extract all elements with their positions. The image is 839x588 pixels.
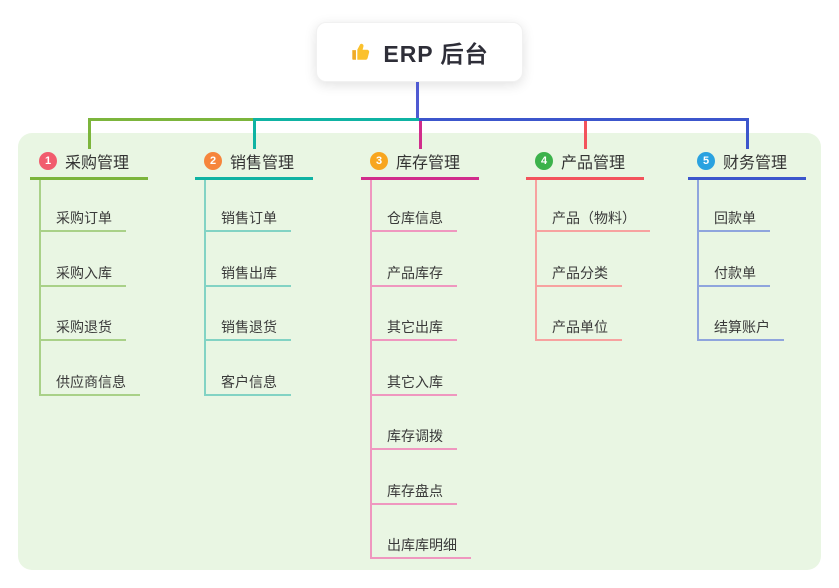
branch-number-badge: 2 (204, 152, 222, 170)
branch-underline (361, 177, 479, 180)
child-node[interactable]: 采购退货 (39, 315, 126, 341)
child-node[interactable]: 销售订单 (204, 206, 291, 232)
branch-node-label: 采购管理 (65, 155, 130, 172)
branch-underline (30, 177, 148, 180)
child-node[interactable]: 供应商信息 (39, 370, 140, 396)
branch-node-4[interactable]: 4 产品管理 (535, 150, 625, 172)
root-connector-line (416, 82, 419, 118)
child-node[interactable]: 产品单位 (535, 315, 622, 341)
child-node[interactable]: 销售出库 (204, 261, 291, 287)
child-node[interactable]: 回款单 (697, 206, 770, 232)
child-node[interactable]: 仓库信息 (370, 206, 457, 232)
branch-number-badge: 1 (39, 152, 57, 170)
branch-node-label: 产品管理 (561, 155, 626, 172)
branch-node-label: 财务管理 (723, 155, 788, 172)
main-connector-segment-1 (87, 118, 253, 121)
branch-child-spine (204, 180, 206, 396)
branch-node-label: 库存管理 (396, 155, 461, 172)
branch-number-badge: 4 (535, 152, 553, 170)
branch-underline (688, 177, 806, 180)
child-node[interactable]: 结算账户 (697, 315, 784, 341)
branch-drop-line (87, 121, 91, 149)
branch-drop-line (745, 121, 749, 149)
mindmap-background-panel (18, 133, 821, 570)
branch-child-spine (535, 180, 537, 341)
root-node-label: ERP 后台 (383, 41, 489, 67)
main-connector-segment-3 (419, 118, 749, 121)
branch-underline (526, 177, 644, 180)
child-node[interactable]: 库存盘点 (370, 479, 457, 505)
branch-underline (195, 177, 313, 180)
child-node[interactable]: 其它入库 (370, 370, 457, 396)
branch-child-spine (697, 180, 699, 341)
child-node[interactable]: 产品（物料） (535, 206, 650, 232)
main-connector-segment-2 (253, 118, 419, 121)
branch-node-2[interactable]: 2 销售管理 (204, 150, 294, 172)
branch-drop-line (418, 121, 422, 149)
branch-number-badge: 3 (370, 152, 388, 170)
root-node[interactable]: ERP 后台 (316, 22, 523, 82)
branch-child-spine (39, 180, 41, 396)
child-node[interactable]: 销售退货 (204, 315, 291, 341)
thumbs-up-icon (352, 43, 370, 60)
branch-node-3[interactable]: 3 库存管理 (370, 150, 460, 172)
branch-child-spine (370, 180, 372, 559)
branch-drop-line (583, 121, 587, 149)
child-node[interactable]: 付款单 (697, 261, 770, 287)
child-node[interactable]: 产品库存 (370, 261, 457, 287)
child-node[interactable]: 出库库明细 (370, 533, 471, 559)
child-node[interactable]: 库存调拨 (370, 424, 457, 450)
child-node[interactable]: 采购入库 (39, 261, 126, 287)
branch-number-badge: 5 (697, 152, 715, 170)
child-node[interactable]: 其它出库 (370, 315, 457, 341)
branch-node-1[interactable]: 1 采购管理 (39, 150, 129, 172)
child-node[interactable]: 客户信息 (204, 370, 291, 396)
child-node[interactable]: 产品分类 (535, 261, 622, 287)
branch-node-5[interactable]: 5 财务管理 (697, 150, 787, 172)
branch-drop-line (252, 121, 256, 149)
branch-node-label: 销售管理 (230, 155, 295, 172)
child-node[interactable]: 采购订单 (39, 206, 126, 232)
